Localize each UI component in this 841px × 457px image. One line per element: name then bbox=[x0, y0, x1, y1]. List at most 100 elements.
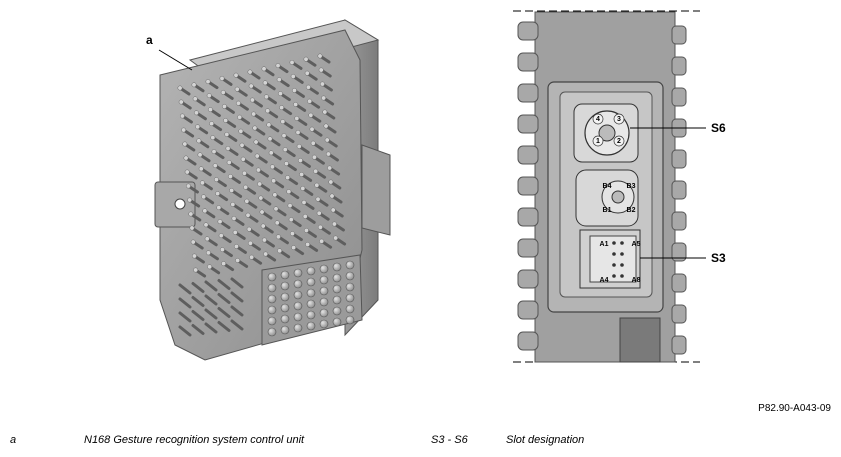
stud bbox=[345, 293, 355, 303]
cooling-fin-tip bbox=[215, 191, 221, 197]
pin-label: 2 bbox=[617, 138, 621, 145]
cooling-fin-tip bbox=[330, 207, 336, 213]
cooling-fin bbox=[217, 307, 231, 318]
cooling-fin-tip bbox=[275, 63, 281, 69]
pin-label: B3 bbox=[627, 183, 636, 190]
cooling-fin-tip bbox=[196, 138, 202, 144]
cooling-fin-tip bbox=[303, 56, 309, 62]
stud bbox=[280, 325, 290, 335]
stud bbox=[293, 312, 303, 322]
pin-hole bbox=[620, 274, 624, 278]
cooling-fin-tip bbox=[316, 210, 322, 216]
cooling-fin-tip bbox=[315, 196, 321, 202]
cooling-fin-tip bbox=[319, 81, 325, 87]
housing-fin bbox=[671, 335, 687, 355]
housing-fin bbox=[671, 56, 687, 76]
cooling-fin-tip bbox=[289, 231, 295, 237]
stud bbox=[332, 273, 342, 283]
pin-label: 1 bbox=[596, 138, 600, 145]
cooling-fin-tip bbox=[192, 96, 198, 102]
cooling-fin-tip bbox=[234, 86, 240, 92]
housing-fins-left bbox=[517, 21, 539, 351]
housing-fin bbox=[517, 145, 539, 165]
cooling-fin-tip bbox=[227, 173, 233, 179]
cooling-fin-tip bbox=[221, 103, 227, 109]
connector-studs bbox=[267, 260, 355, 337]
housing-fin bbox=[517, 331, 539, 351]
cooling-fin-tip bbox=[329, 193, 335, 199]
cooling-fin-tip bbox=[184, 169, 190, 175]
cooling-fin-tip bbox=[293, 101, 299, 107]
cooling-fin-tip bbox=[178, 99, 184, 105]
callout-a-leader bbox=[158, 49, 193, 71]
cooling-fin-tip bbox=[205, 250, 211, 256]
pin-socket bbox=[592, 113, 604, 125]
stud bbox=[293, 279, 303, 289]
cooling-fin bbox=[178, 283, 192, 295]
cooling-fin-tip bbox=[230, 201, 236, 207]
stud bbox=[345, 282, 355, 292]
pin-label: A1 bbox=[600, 241, 609, 248]
cooling-fin-tip bbox=[313, 168, 319, 174]
cooling-fin-tip bbox=[187, 197, 193, 203]
housing-fin bbox=[517, 207, 539, 227]
cooling-fin-tip bbox=[233, 72, 239, 78]
pin-socket bbox=[613, 135, 625, 147]
cooling-fin-tip bbox=[219, 247, 225, 253]
cooling-fin bbox=[230, 305, 244, 317]
cooling-fin-tip bbox=[254, 153, 260, 159]
cooling-fin bbox=[191, 296, 205, 307]
cooling-fin-tip bbox=[257, 181, 263, 187]
stud bbox=[332, 306, 342, 316]
cooling-fin-tip bbox=[266, 122, 272, 128]
cooling-fin-tip bbox=[317, 224, 323, 230]
cooling-fin-tip bbox=[247, 240, 253, 246]
pin-label: 3 bbox=[617, 116, 621, 123]
cooling-fin-tip bbox=[238, 128, 244, 134]
cooling-fin-tip bbox=[206, 93, 212, 99]
stud bbox=[293, 290, 303, 300]
cooling-fin-tip bbox=[189, 225, 195, 231]
cooling-fin-tip bbox=[217, 219, 223, 225]
cooling-fin-tip bbox=[325, 151, 331, 157]
housing-fin bbox=[517, 300, 539, 320]
callout-s6: S6 bbox=[711, 121, 726, 135]
cooling-fin-tip bbox=[198, 166, 204, 172]
stud bbox=[280, 303, 290, 313]
cooling-fin-tip bbox=[311, 154, 317, 160]
cooling-fin-tip bbox=[191, 253, 197, 259]
stud bbox=[332, 284, 342, 294]
cooling-fin-tip bbox=[277, 91, 283, 97]
cooling-fin-tip bbox=[211, 149, 217, 155]
housing-fin bbox=[517, 83, 539, 103]
stud bbox=[332, 317, 342, 327]
cooling-fin-tip bbox=[285, 175, 291, 181]
cooling-fin-tip bbox=[295, 129, 301, 135]
cooling-fin-tip bbox=[307, 98, 313, 104]
cooling-fin-tip bbox=[327, 165, 333, 171]
pin-hole bbox=[620, 263, 624, 267]
cooling-fin-tip bbox=[237, 114, 243, 120]
stud bbox=[345, 315, 355, 325]
cooling-fin-tip bbox=[294, 115, 300, 121]
cooling-fin-tip bbox=[288, 217, 294, 223]
stud bbox=[267, 283, 277, 293]
stud bbox=[267, 272, 277, 282]
stud bbox=[306, 321, 316, 331]
cooling-fin-tip bbox=[199, 180, 205, 186]
figure-reference: P82.90-A043-09 bbox=[758, 403, 831, 414]
housing-fin bbox=[517, 114, 539, 134]
cooling-fin-tip bbox=[324, 137, 330, 143]
cooling-fin-tip bbox=[221, 261, 227, 267]
stud bbox=[319, 319, 329, 329]
cooling-fin-tip bbox=[252, 125, 258, 131]
stud bbox=[306, 266, 316, 276]
stud bbox=[306, 299, 316, 309]
cooling-fin-tip bbox=[289, 59, 295, 65]
cooling-fin-tip bbox=[247, 69, 253, 75]
cooling-fin-tip bbox=[268, 150, 274, 156]
legend-key-a: a bbox=[10, 434, 17, 446]
pin-label: B1 bbox=[603, 207, 612, 214]
pin-hole bbox=[612, 241, 616, 245]
